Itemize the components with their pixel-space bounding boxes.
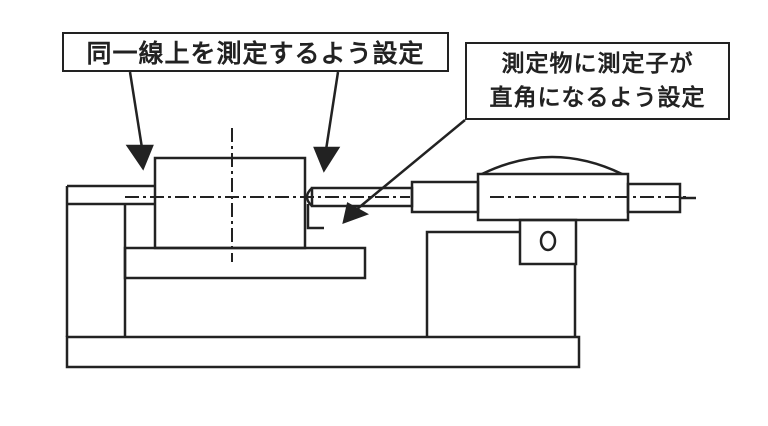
- anvil-bracket: [306, 204, 324, 230]
- base-plate: [65, 335, 581, 369]
- right-arrow-head-icon: [313, 146, 341, 173]
- right-pillar: [425, 230, 520, 337]
- callout-perpendicular-line1: 測定物に測定子が: [501, 51, 694, 77]
- left-arrow-head-icon: [125, 144, 154, 171]
- callout-perpendicular: 測定物に測定子が 直角になるよう設定: [465, 42, 730, 120]
- callout-perpendicular-line2: 直角になるよう設定: [489, 85, 706, 111]
- workpiece: [153, 156, 307, 250]
- callout-same-line-text: 同一線上を測定するよう設定: [86, 39, 425, 68]
- dial-dome: [481, 155, 623, 176]
- left-arrow-shaft: [128, 71, 144, 149]
- clamp-block: [518, 218, 578, 266]
- callout-same-line: 同一線上を測定するよう設定: [62, 32, 449, 72]
- perpendicular-arrow-head-icon: [342, 202, 370, 224]
- perpendicular-arrow-shaft: [355, 119, 466, 211]
- stage-plate: [123, 246, 367, 280]
- right-arrow-shaft: [324, 71, 340, 151]
- clamp-knob-icon: [539, 230, 557, 252]
- sleeve: [410, 180, 480, 214]
